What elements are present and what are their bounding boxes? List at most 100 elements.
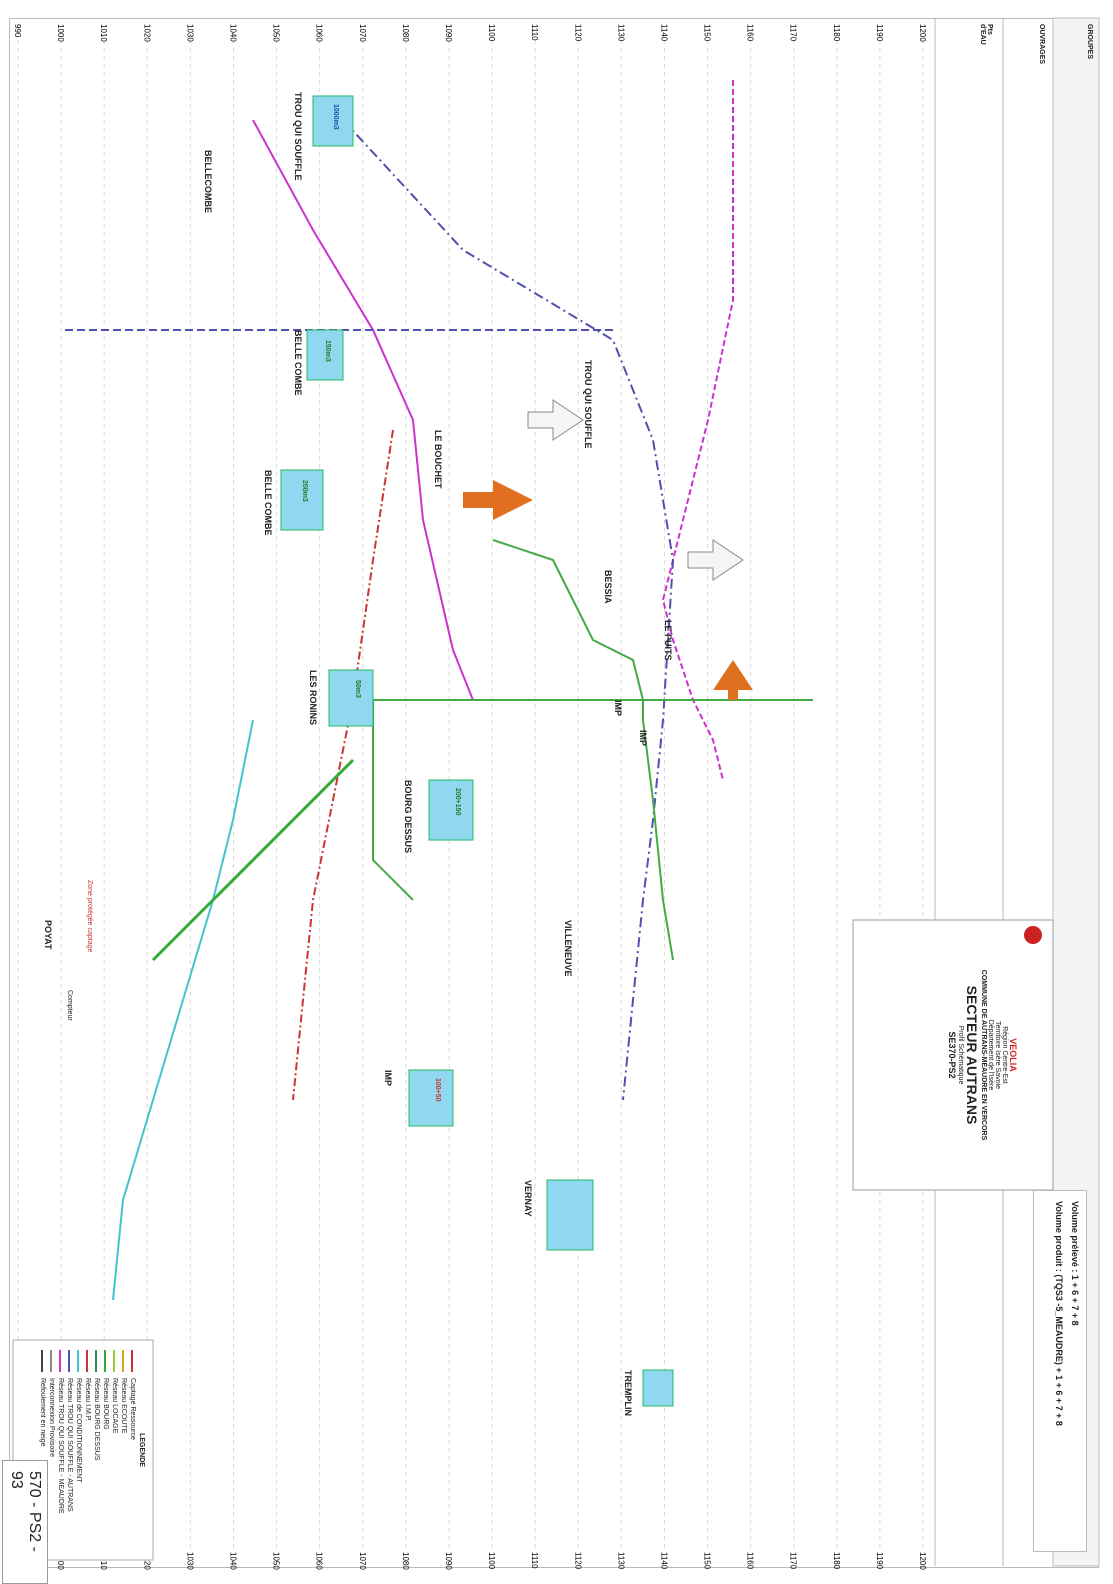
- white-arrow-icon: [527, 399, 584, 441]
- label-le-bouchet: LE BOUCHET: [433, 430, 443, 489]
- vol-les-ronins: 50m3: [354, 680, 361, 698]
- legend-title: LEGENDE: [138, 1433, 145, 1467]
- altitude-label-right: 1200: [918, 1552, 927, 1570]
- altitude-label-right: 1150: [703, 1552, 712, 1570]
- compteur-note: Compteur: [66, 990, 73, 1021]
- altitude-label: 1050: [272, 24, 281, 42]
- label-le-puits: LE PUITS: [663, 620, 673, 661]
- label-potat: POYAT: [43, 920, 53, 950]
- label-belle-combe-2: BELLE COMBE: [263, 470, 273, 536]
- tank-belle-combe-150: [306, 329, 344, 381]
- legend-label: Réseau de CONDITIONNEMENT: [75, 1378, 82, 1483]
- legend-swatch-icon: [59, 1350, 62, 1372]
- label-villeneuve: VILLENEUVE: [563, 920, 573, 977]
- altitude-label-right: 1180: [832, 1552, 841, 1570]
- altitude-label: 1070: [358, 24, 367, 42]
- flow-arrows: [463, 399, 753, 700]
- tank-belle-combe-200: [280, 469, 324, 531]
- legend: [12, 1339, 154, 1561]
- table-header: [934, 17, 1100, 1567]
- department: Département de l'Isère: [987, 1019, 994, 1091]
- altitude-label-right: 1130: [616, 1552, 625, 1570]
- legend-item: Réseau TROU QUI SOUFFLE - MEAUDRE: [57, 1350, 64, 1550]
- label-belle-combe-1: BELLE COMBE: [293, 330, 303, 396]
- altitude-label: 1190: [875, 24, 884, 42]
- legend-item: Refoulement en neige: [39, 1350, 46, 1550]
- tank-les-ronins: [328, 669, 374, 727]
- legend-item: Réseau de CONDITIONNEMENT: [75, 1350, 82, 1550]
- orange-arrow-icon: [713, 660, 753, 700]
- altitude-label: 1060: [315, 24, 324, 42]
- legend-swatch-icon: [50, 1350, 53, 1372]
- territory: Territoire Isère Savoie: [994, 1020, 1001, 1090]
- pipe-potat: [151, 758, 355, 962]
- volume-produit: Volume produit : (TQS3 -5_MEAUDRE) + 1 +…: [1054, 1201, 1064, 1426]
- altitude-label: 1180: [832, 24, 841, 42]
- tank-trou-qui-souffle: [312, 95, 354, 147]
- legend-swatch-icon: [41, 1350, 44, 1372]
- company-name: VEOLIA: [1008, 1038, 1018, 1072]
- altitude-label-right: 1140: [659, 1552, 668, 1570]
- legend-item: Réseau LOCAGE: [111, 1350, 118, 1550]
- altitude-label: 990: [13, 24, 22, 38]
- legend-label: Réseau I.M.P.: [84, 1378, 91, 1422]
- altitude-label-right: 1080: [401, 1552, 410, 1570]
- altitude-label-right: 1000: [56, 1552, 65, 1570]
- altitude-label: 1200: [918, 24, 927, 42]
- title-text: VEOLIA Région Centre-Est Territoire Isèr…: [947, 930, 1018, 1180]
- altitude-label: 1080: [401, 24, 410, 42]
- altitude-label: 1090: [444, 24, 453, 42]
- legend-label: Réseau LOCAGE: [111, 1378, 118, 1434]
- pipe-imp: [292, 429, 394, 1101]
- altitude-label: 1100: [487, 24, 496, 42]
- altitude-label-right: 1060: [315, 1552, 324, 1570]
- legend-label: Réseau TROU QUI SOUFFLE - MEAUDRE: [57, 1378, 64, 1514]
- pipe-meaudre: [661, 80, 734, 781]
- profile-type: Profil Schématique: [957, 1025, 964, 1085]
- altitude-label-right: 1040: [228, 1552, 237, 1570]
- legend-item: Interconnexion Provisoire: [48, 1350, 55, 1550]
- altitude-label-right: 1090: [444, 1552, 453, 1570]
- legend-swatch-icon: [68, 1350, 71, 1372]
- header-pts-eau: Pts d'EAU: [979, 24, 993, 45]
- pipe-bourg-2: [372, 699, 813, 901]
- legend-label: Refoulement en neige: [39, 1378, 46, 1447]
- orange-arrow-icon: [463, 480, 533, 520]
- volume-notes: Volume prélevé : 1 + 6 + 7 + 8 Volume pr…: [1033, 1190, 1087, 1552]
- commune: COMMUNE DE AUTRANS-MÉAUDRE EN VERCORS: [980, 969, 987, 1141]
- legend-swatch-icon: [131, 1350, 134, 1372]
- vol-belle-combe-1: 150m3: [324, 340, 331, 362]
- label-vernay: VERNAY: [523, 1180, 533, 1217]
- legend-swatch-icon: [122, 1350, 125, 1372]
- legend-item: Réseau I.M.P.: [84, 1350, 91, 1550]
- header-groupes: GROUPES: [1086, 24, 1093, 60]
- legend-label: Captage Ressource: [129, 1378, 136, 1440]
- altitude-label: 1120: [573, 24, 582, 42]
- altitude-label-right: 1170: [789, 1552, 798, 1570]
- legend-swatch-icon: [104, 1350, 107, 1372]
- altitude-label-right: 1110: [530, 1552, 539, 1569]
- altitude-label-right: 1010: [99, 1552, 108, 1570]
- altitude-label-right: 1030: [185, 1552, 194, 1570]
- altitude-label: 1170: [789, 24, 798, 42]
- altitude-label-right: 1120: [573, 1552, 582, 1570]
- altitude-label: 1160: [746, 24, 755, 42]
- legend-swatch-icon: [113, 1350, 116, 1372]
- pipe-meaudre-2: [252, 119, 474, 701]
- vol-belle-combe-2: 200m3: [301, 480, 308, 502]
- altitude-grid: 9909901000100010101010102010201030103010…: [13, 24, 927, 1570]
- altitude-label: 1040: [228, 24, 237, 42]
- altitude-label: 1030: [185, 24, 194, 42]
- vol-trou-qui-souffle: 1000m3: [332, 104, 339, 130]
- altitude-label-right: 1070: [358, 1552, 367, 1570]
- label-imp-1: IMP: [613, 700, 623, 717]
- legend-item: Réseau BOURG DESSUS: [93, 1350, 100, 1550]
- tank-tremplin: [642, 1369, 674, 1407]
- pipe-trou-autrans: [342, 119, 675, 1101]
- legend-item: Réseau TROU QUI SOUFFLE - AUTRANS: [66, 1350, 73, 1550]
- label-imp-2: IMP: [638, 730, 648, 747]
- legend-label: Réseau ECOUTE: [120, 1378, 127, 1434]
- tank-bourg-dessus: [428, 779, 474, 841]
